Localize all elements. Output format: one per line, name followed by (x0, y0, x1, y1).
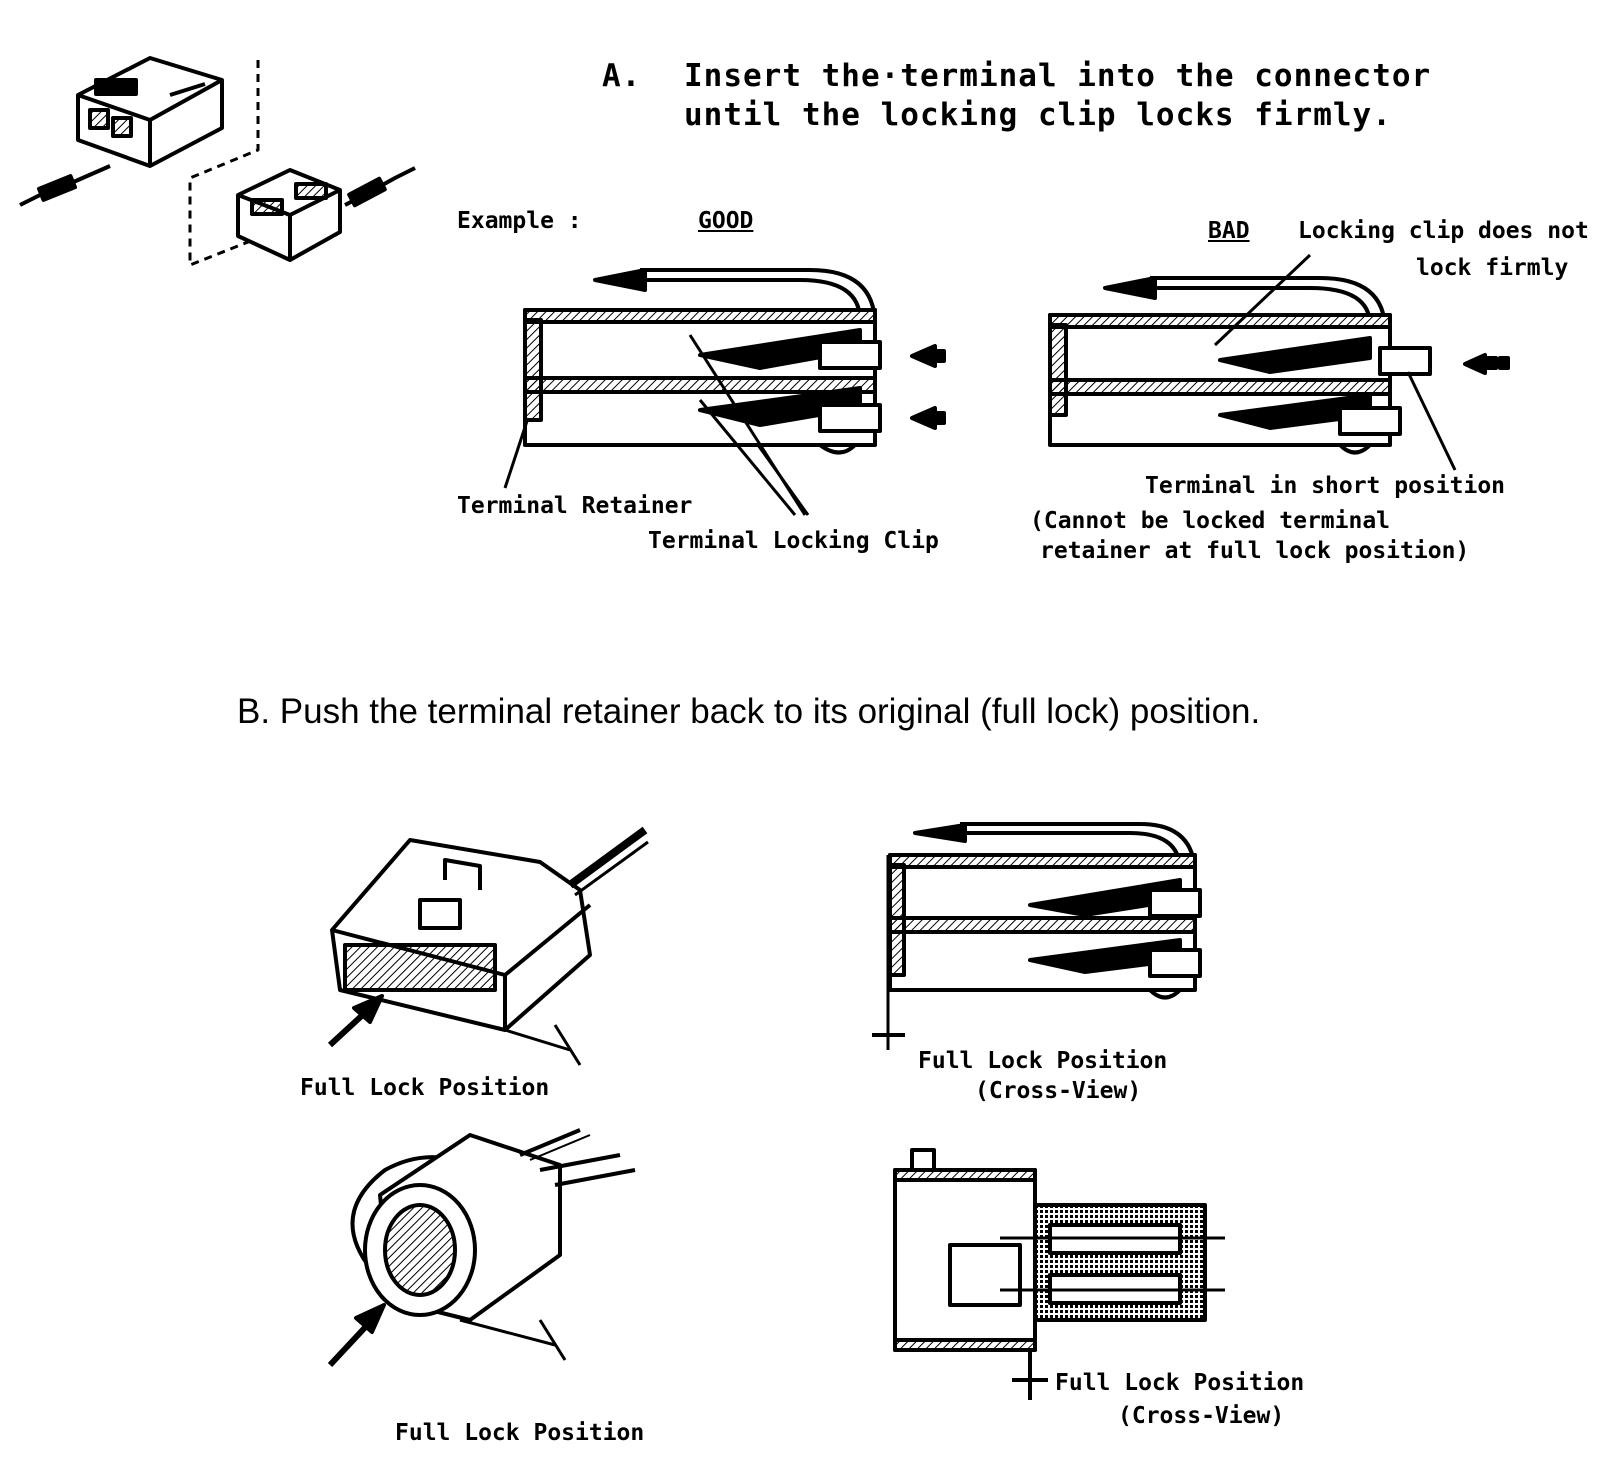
section-a-instruction-line1: Insert the·terminal into the connector (684, 58, 1432, 94)
terminal-retainer-label: Terminal Retainer (457, 493, 693, 519)
bad-label: BAD (1208, 218, 1250, 244)
bad-note-line2: lock firmly (1416, 255, 1569, 281)
cross-view-1-line2: (Cross-View) (975, 1078, 1142, 1104)
cross-view-1-line1: Full Lock Position (918, 1048, 1168, 1074)
cross-view-upper (872, 822, 1202, 1050)
full-lock-connector-illustration (327, 826, 649, 1066)
good-label: GOOD (698, 208, 754, 234)
cannot-lock-line1: (Cannot be locked terminal (1030, 508, 1391, 534)
good-cross-section (503, 268, 946, 516)
example-label: Example : (457, 208, 582, 234)
short-position-label: Terminal in short position (1145, 473, 1506, 499)
section-a-instruction-line2: until the locking clip locks firmly. (684, 97, 1392, 133)
full-lock-label-2: Full Lock Position (395, 1420, 645, 1446)
bad-note-line1: Locking clip does not (1298, 218, 1589, 244)
round-connector-illustration (327, 1128, 636, 1368)
bad-cross-section (1048, 253, 1510, 471)
cross-view-2-line2: (Cross-View) (1118, 1403, 1285, 1429)
section-b-heading: B. Push the terminal retainer back to it… (237, 692, 1261, 731)
cross-view-lower (893, 1148, 1225, 1400)
section-a-marker: A. (602, 58, 642, 94)
cross-view-2-line1: Full Lock Position (1055, 1370, 1305, 1396)
cannot-lock-line2: retainer at full lock position) (1040, 538, 1470, 564)
terminal-locking-clip-label: Terminal Locking Clip (648, 528, 939, 554)
connector-pair-illustration (19, 56, 416, 267)
full-lock-label-1: Full Lock Position (300, 1075, 550, 1101)
